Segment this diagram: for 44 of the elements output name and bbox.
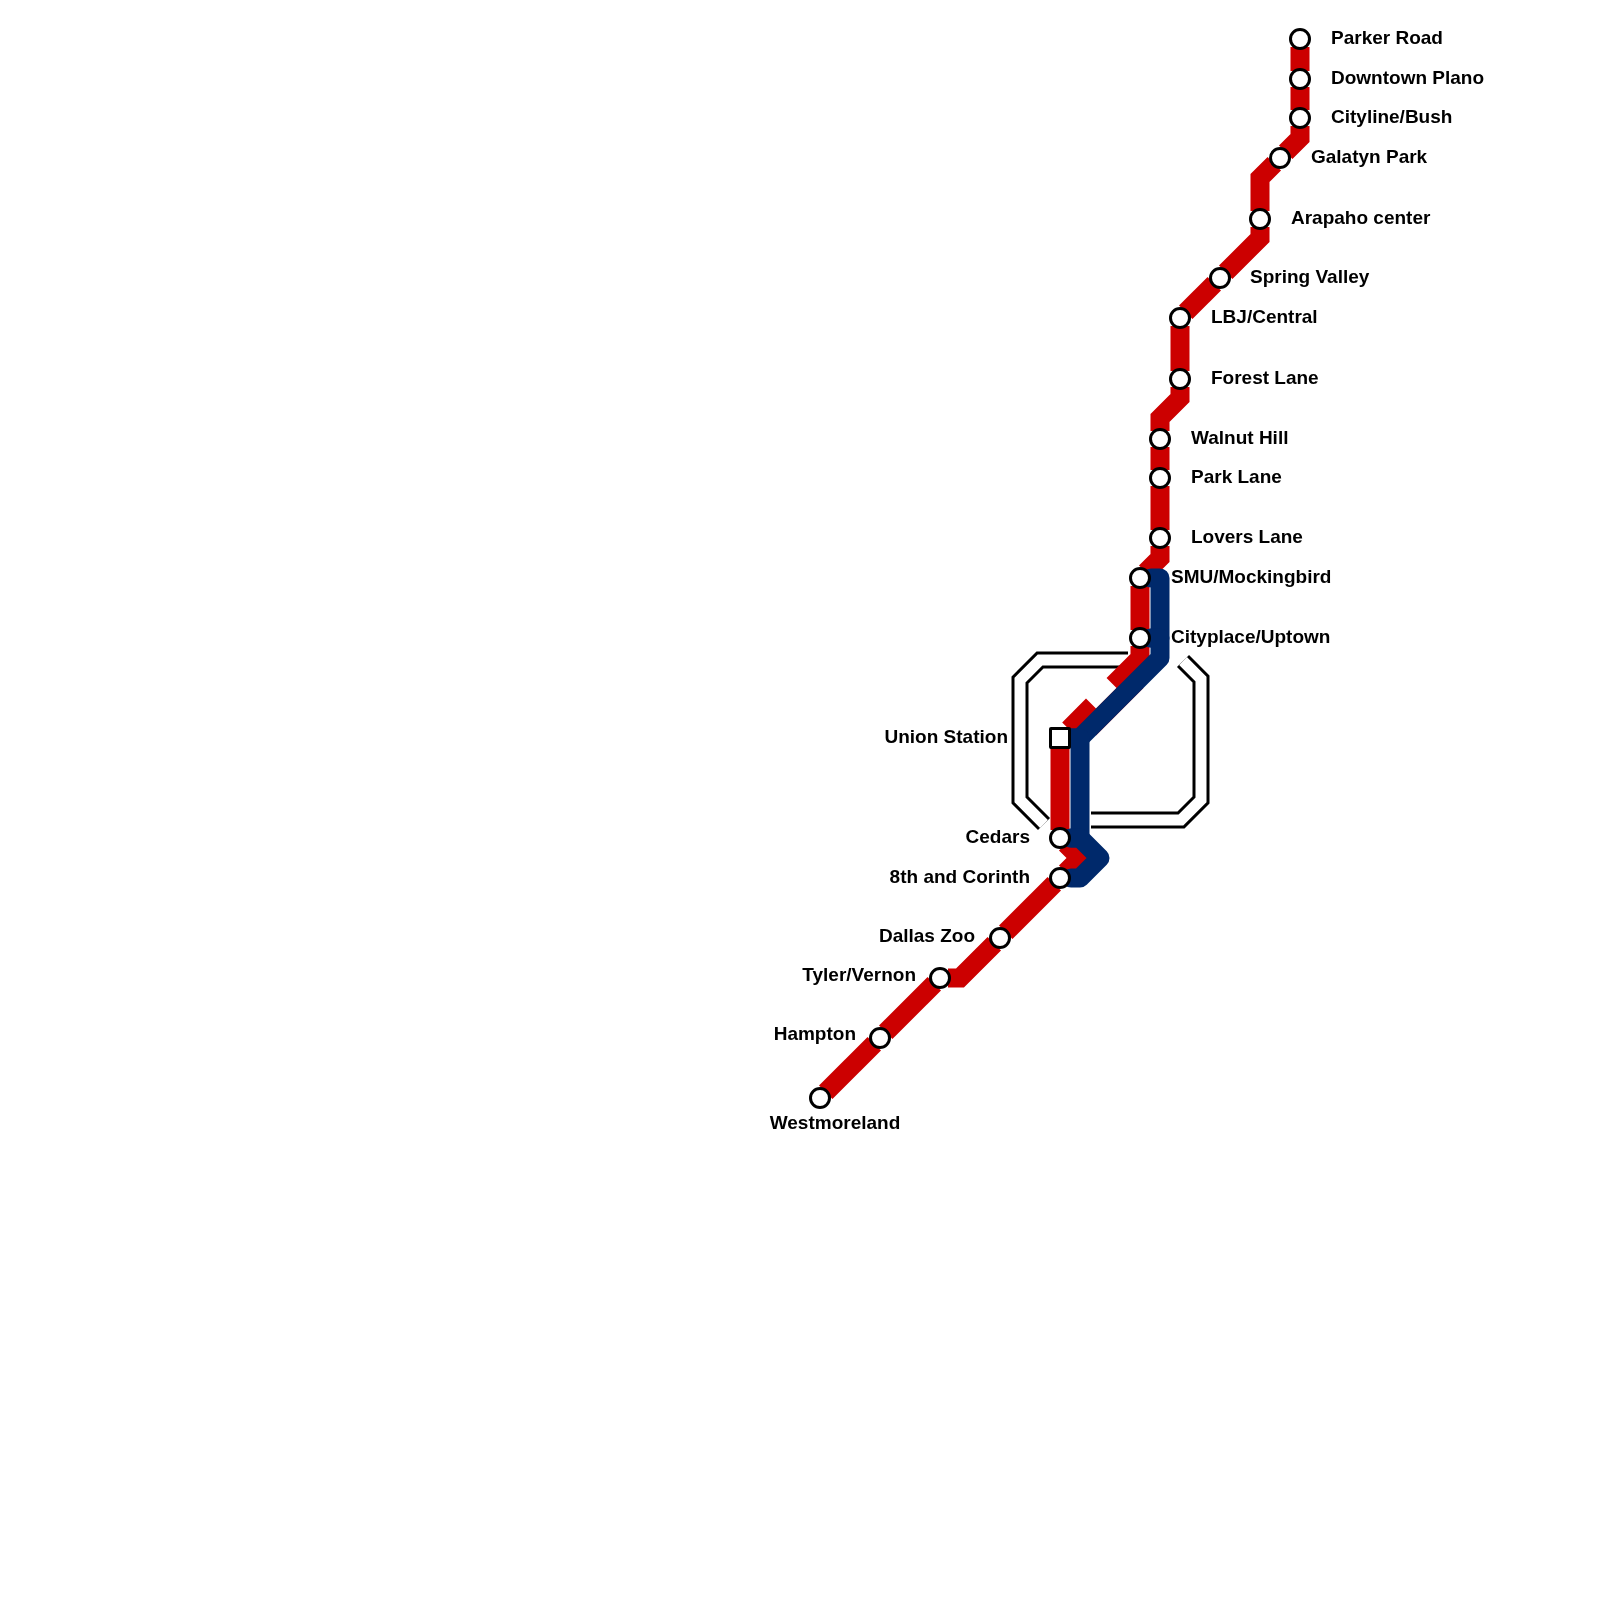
rail-line [879,977,941,1039]
interchange-marker [1049,727,1071,749]
station-label: Galatyn Park [1311,146,1428,168]
station-label: Dallas Zoo [878,925,975,947]
station-marker [1129,567,1151,589]
station-label: 8th and Corinth [889,866,1030,888]
station-label: Westmoreland [769,1112,901,1134]
station-label: LBJ/Central [1211,306,1318,328]
station-label: Lovers Lane [1191,526,1303,548]
station-label: Walnut Hill [1191,427,1289,449]
station-marker [1049,827,1071,849]
station-label: Spring Valley [1250,266,1370,288]
station-marker [1129,627,1151,649]
station-label: Downtown Plano [1331,67,1485,89]
station-marker [1049,867,1071,889]
station-marker [1289,68,1311,90]
station-label: Union Station [884,726,1008,748]
station-marker [1149,527,1171,549]
station-marker [809,1087,831,1109]
station-label: Hampton [773,1023,856,1045]
station-label: Cedars [965,826,1030,848]
station-label: Cityplace/Uptown [1171,626,1331,648]
station-label: Arapaho center [1291,207,1431,229]
rail-line [819,1037,881,1099]
station-marker [989,927,1011,949]
station-label: Park Lane [1191,466,1282,488]
station-marker [929,967,951,989]
station-marker [1209,267,1231,289]
station-marker [1249,208,1271,230]
station-marker [869,1027,891,1049]
station-label: Forest Lane [1211,367,1319,389]
station-marker [1289,107,1311,129]
station-marker [1289,28,1311,50]
station-marker [1169,368,1191,390]
rail-line [999,877,1061,939]
station-marker [1149,428,1171,450]
station-label: Tyler/Vernon [802,964,916,986]
station-label: Parker Road [1331,27,1443,49]
rail-line [1179,277,1221,319]
station-label: Cityline/Bush [1331,106,1453,128]
station-marker [1149,467,1171,489]
station-label: SMU/Mockingbird [1171,566,1332,588]
station-marker [1269,147,1291,169]
station-marker [1169,307,1191,329]
